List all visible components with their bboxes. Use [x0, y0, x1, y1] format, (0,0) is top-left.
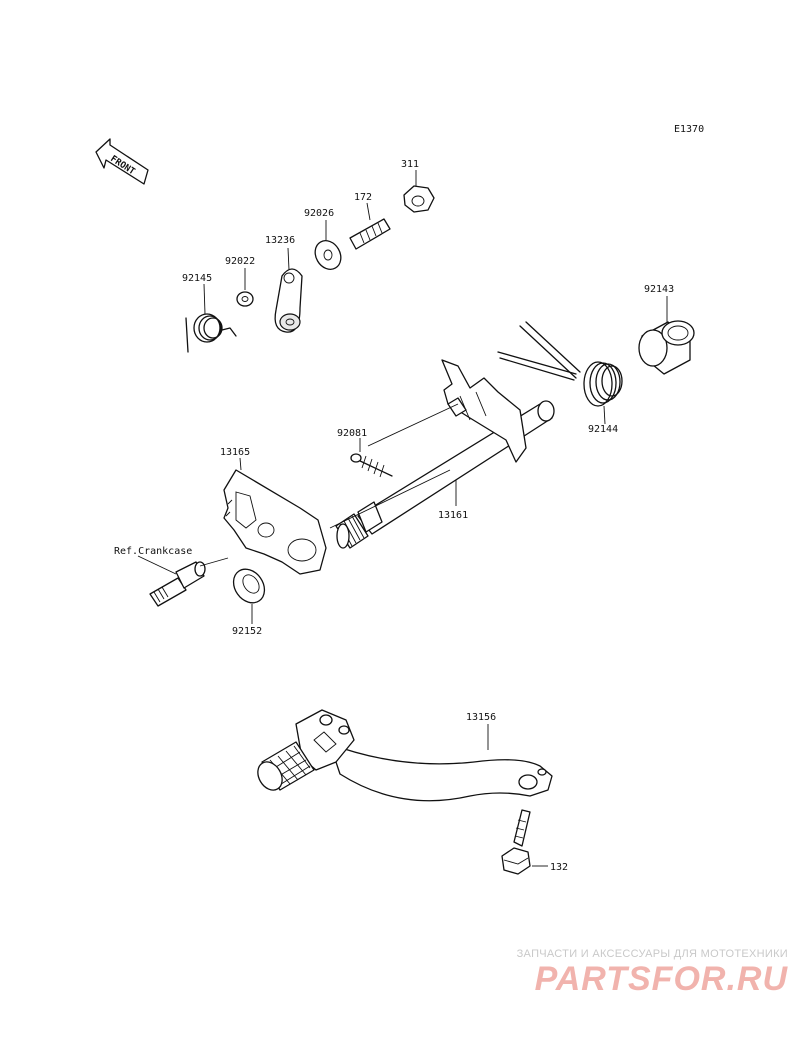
front-arrow-icon: FRONT — [95, 138, 149, 185]
diagram-code: E1370 — [674, 124, 704, 135]
part-92145-spring — [185, 283, 237, 353]
part-132-bolt — [501, 809, 548, 875]
part-92143-bushing — [638, 296, 695, 375]
label-92145: 92145 — [182, 273, 212, 284]
label-92081: 92081 — [337, 428, 367, 439]
part-13165-shift-plate — [223, 457, 327, 575]
part-13236-lever — [274, 247, 303, 333]
part-crankcase-pivot-bolt — [137, 555, 229, 607]
label-172: 172 — [354, 192, 372, 203]
part-92144-spring — [497, 321, 623, 425]
part-13156-shift-pedal — [257, 709, 553, 802]
part-92152-washer — [232, 568, 266, 624]
leader-line — [329, 469, 451, 529]
label-13161: 13161 — [438, 510, 468, 521]
part-92026-washer — [314, 220, 342, 270]
label-13236: 13236 — [265, 235, 295, 246]
part-172-stud — [349, 202, 391, 250]
label-132: 132 — [550, 862, 568, 873]
part-311-nut — [403, 170, 435, 213]
part-92081-spring — [350, 438, 393, 478]
label-13156: 13156 — [466, 712, 496, 723]
label-92022: 92022 — [225, 256, 255, 267]
label-92026: 92026 — [304, 208, 334, 219]
watermark-logo: PARTSFOR.RU — [534, 960, 788, 998]
leader-line — [367, 403, 459, 447]
part-92022-washer — [236, 268, 254, 307]
part-13161-shift-shaft — [335, 359, 555, 549]
label-92144: 92144 — [588, 424, 618, 435]
label-13165: 13165 — [220, 447, 250, 458]
label-92152: 92152 — [232, 626, 262, 637]
ref-crankcase-label: Ref.Crankcase — [114, 546, 192, 557]
label-311: 311 — [401, 159, 419, 170]
label-92143: 92143 — [644, 284, 674, 295]
watermark-tagline: ЗАПЧАСТИ И АКСЕССУАРЫ ДЛЯ МОТОТЕХНИКИ — [516, 948, 788, 960]
